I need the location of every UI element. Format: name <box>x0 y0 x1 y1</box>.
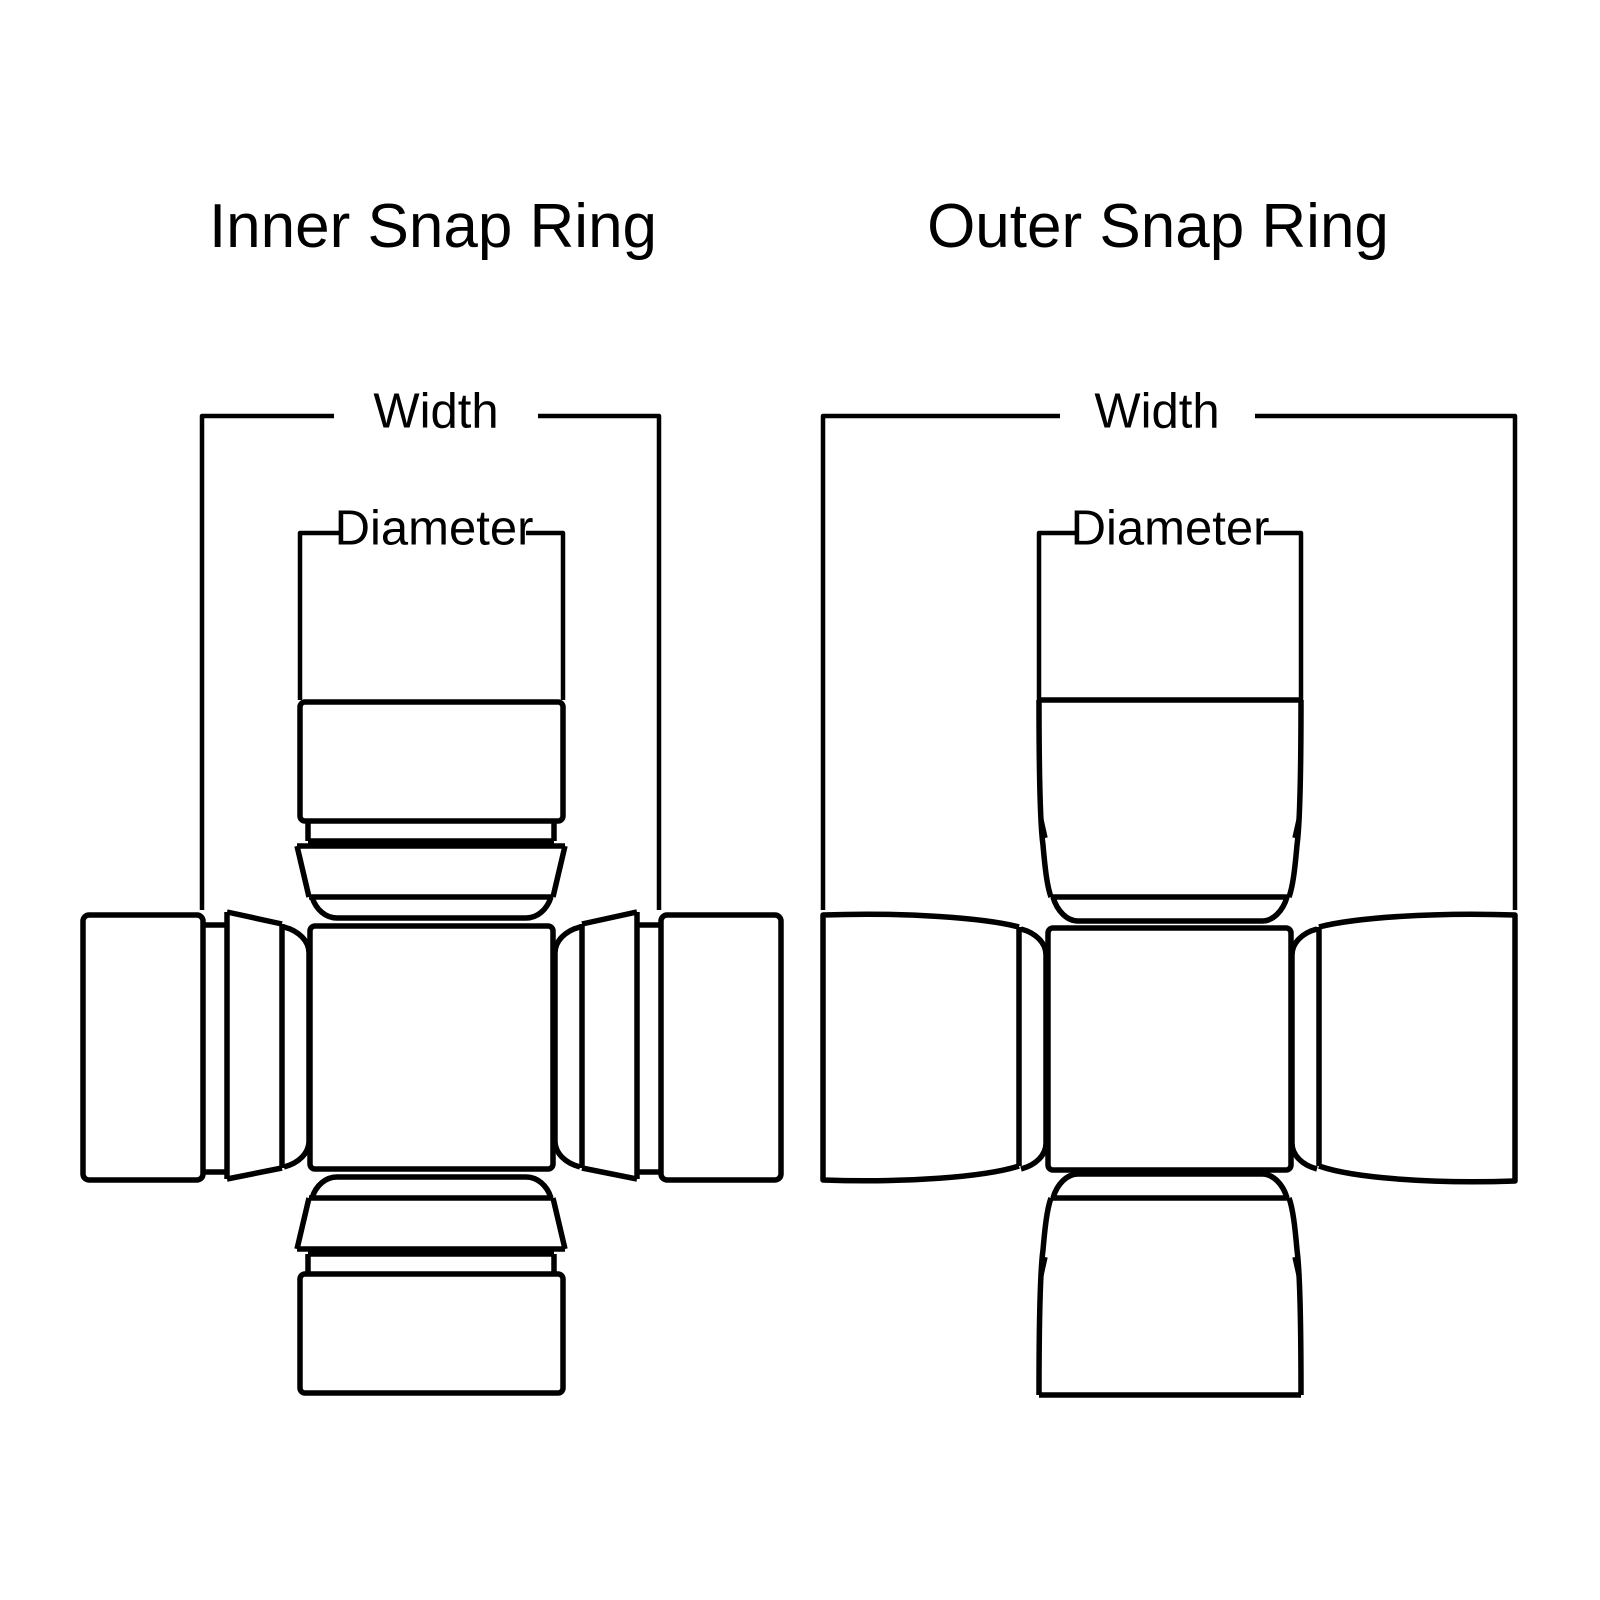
cap-body <box>1036 697 1304 900</box>
outer-diagram-title: Outer Snap Ring <box>927 192 1389 261</box>
cap-body <box>297 1271 566 1396</box>
cap-body <box>820 911 1022 1184</box>
cap-seal-dome <box>552 924 581 1170</box>
cap-body <box>1316 911 1518 1185</box>
cap-seal-dome <box>1050 1171 1290 1199</box>
outer-center-block <box>1045 925 1294 1173</box>
groove-tick <box>1038 819 1302 839</box>
inner-left-arm-cap <box>80 909 312 1183</box>
outer-diameter-dimension-label: Diameter <box>1070 501 1270 556</box>
snap-ring-groove <box>305 821 557 844</box>
cap-seal-dome <box>1289 926 1318 1172</box>
inner-snap-ring-drawing <box>80 413 784 1396</box>
cap-seal-dome <box>309 896 554 921</box>
cap-flange <box>579 909 638 1182</box>
outer-width-dimension-label: Width <box>1094 384 1220 439</box>
cap-body <box>80 912 206 1183</box>
cap-body <box>297 699 566 824</box>
inner-center-block <box>307 923 556 1172</box>
inner-diagram-title: Inner Snap Ring <box>208 192 658 261</box>
inner-bottom-cap <box>294 1174 568 1396</box>
outer-bottom-cap <box>1036 1171 1304 1398</box>
cap-flange <box>294 1195 568 1252</box>
cap-body <box>658 912 784 1183</box>
snap-ring-groove <box>634 912 661 1179</box>
cap-seal-dome <box>283 924 312 1170</box>
cap-flange <box>294 843 568 900</box>
outer-right-arm-cap <box>1289 911 1518 1185</box>
inner-top-cap <box>294 699 568 921</box>
inner-right-arm-cap <box>552 909 784 1183</box>
cap-seal-dome <box>309 1174 554 1199</box>
inner-width-bracket-right <box>538 413 662 910</box>
outer-top-cap <box>1036 697 1304 924</box>
outer-diameter-bracket-left <box>1036 530 1076 700</box>
inner-diameter-bracket-left <box>297 530 342 700</box>
inner-diameter-bracket-right <box>526 530 566 700</box>
outer-width-bracket-right <box>1255 413 1518 910</box>
cap-body <box>1036 1195 1304 1398</box>
snap-ring-groove <box>305 1251 557 1274</box>
outer-snap-ring-drawing <box>820 413 1518 1398</box>
outer-diameter-bracket-right <box>1264 530 1304 700</box>
outer-left-arm-cap <box>820 911 1049 1184</box>
cap-flange <box>226 909 285 1182</box>
inner-diameter-dimension-label: Diameter <box>334 501 534 556</box>
inner-width-dimension-label: Width <box>373 384 499 439</box>
snap-ring-groove <box>203 912 230 1179</box>
cap-seal-dome <box>1020 926 1049 1172</box>
inner-width-bracket-left <box>199 413 334 910</box>
cap-seal-dome <box>1050 896 1290 924</box>
outer-width-bracket-left <box>820 413 1060 910</box>
groove-tick <box>1038 1256 1302 1276</box>
